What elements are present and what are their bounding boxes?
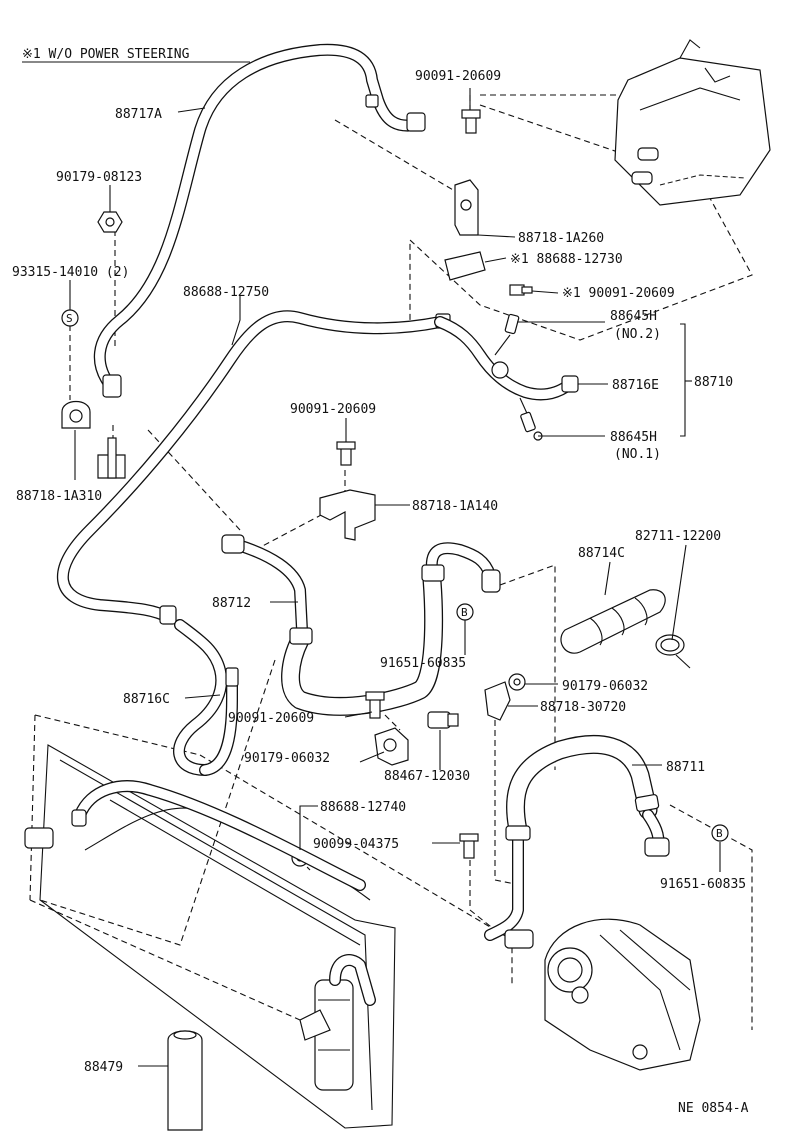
fitting-88717A-mid — [365, 94, 379, 108]
hose-88711-collar-right — [634, 794, 660, 812]
bolt-90091-low — [369, 697, 381, 719]
label-90091-20609-top: 90091-20609 — [415, 69, 501, 84]
bracket-88718-30720 — [484, 681, 511, 721]
label-88716C: 88716C — [123, 692, 170, 707]
pressure-switch-88467-12030 — [427, 711, 451, 729]
label-90091-20609-s1: ※1 90091-20609 — [562, 286, 675, 301]
switch-88645H-no2 — [504, 313, 520, 335]
symbol-s: S — [66, 312, 73, 325]
label-88718-30720: 88718-30720 — [540, 700, 626, 715]
insulator-88714C — [560, 589, 666, 654]
hose-88712-collar-right — [421, 564, 445, 582]
fitting-88716E-junction — [491, 361, 509, 379]
label-88645H-no2: 88645H — [610, 309, 657, 324]
label-90099-04375: 90099-04375 — [313, 837, 399, 852]
pipe-88716C — [173, 619, 239, 776]
label-88688-12750: 88688-12750 — [183, 285, 269, 300]
label-90091-20609-low: 90091-20609 — [228, 711, 314, 726]
hose-88712-fitting-end — [481, 569, 501, 593]
hose-88712-collar-left — [289, 627, 313, 645]
compressor — [544, 918, 701, 1071]
label-88688-12740: 88688-12740 — [320, 800, 406, 815]
label-88712: 88712 — [212, 596, 251, 611]
part-labels: 88717A 90179-08123 93315-14010 (2) 88688… — [12, 69, 749, 1116]
label-88479: 88479 — [84, 1060, 123, 1075]
clamp-82711-12200 — [655, 634, 691, 669]
label-91651-60835-b: 91651-60835 — [660, 877, 746, 892]
fitting-88717A-end — [406, 112, 426, 132]
label-88711: 88711 — [666, 760, 705, 775]
drawing-code: NE 0854-A — [678, 1101, 749, 1116]
hose-88711-fitting — [644, 837, 670, 857]
label-88688-12730: ※1 88688-12730 — [510, 252, 623, 267]
hose-88712 — [221, 534, 501, 716]
label-82711-12200: 82711-12200 — [635, 529, 721, 544]
symbol-b-a: B — [461, 606, 468, 619]
condenser-assembly — [24, 744, 396, 1129]
hose-88711 — [484, 735, 670, 949]
leader-lines — [69, 88, 721, 1067]
label-90091-20609-mid: 90091-20609 — [290, 402, 376, 417]
receiver-dryer — [314, 979, 354, 1091]
fitting-88717A-low — [102, 374, 122, 398]
note-group: ※1 W/O POWER STEERING — [22, 47, 250, 63]
fitting-88716C — [225, 667, 239, 687]
symbol-b-b: B — [716, 827, 723, 840]
fitting-88716E — [561, 375, 579, 393]
label-88714C: 88714C — [578, 546, 625, 561]
small-parts: S B — [61, 109, 729, 867]
hose-88712-fitting-start — [221, 534, 245, 554]
label-90179-08123: 90179-08123 — [56, 170, 142, 185]
label-90179-06032-left: 90179-06032 — [244, 751, 330, 766]
bracket-88688-12730 — [444, 251, 486, 281]
label-88467-12030: 88467-12030 — [384, 769, 470, 784]
label-88717A: 88717A — [115, 107, 162, 122]
symbol-b-circle-b — [711, 824, 729, 842]
bracket-88718-1A140 — [319, 489, 376, 541]
label-88718-1A310: 88718-1A310 — [16, 489, 102, 504]
reference-dashed-lines — [29, 94, 753, 1030]
label-88710: 88710 — [694, 375, 733, 390]
hose-88711-collar-left — [505, 825, 531, 841]
label-88718-1A260: 88718-1A260 — [518, 231, 604, 246]
hose-88711-bottom-fitting — [504, 929, 534, 949]
reservoir-top-right — [614, 39, 771, 206]
note-text: ※1 W/O POWER STEERING — [22, 47, 190, 62]
desiccant-bottle-88479 — [167, 1030, 203, 1131]
label-88718-1A140: 88718-1A140 — [412, 499, 498, 514]
pipe-88717A — [93, 43, 426, 398]
switch-88645H-no1 — [520, 411, 536, 433]
label-no2: (NO.2) — [614, 327, 661, 342]
label-91651-60835-a: 91651-60835 — [380, 656, 466, 671]
pipe-88710-assembly — [434, 313, 579, 441]
fitting-low-left — [159, 605, 177, 625]
label-93315-14010: 93315-14010 (2) — [12, 265, 129, 280]
label-88645H-no1: 88645H — [610, 430, 657, 445]
label-88716E: 88716E — [612, 378, 659, 393]
label-90179-06032-right: 90179-06032 — [562, 679, 648, 694]
label-no1: (NO.1) — [614, 447, 661, 462]
